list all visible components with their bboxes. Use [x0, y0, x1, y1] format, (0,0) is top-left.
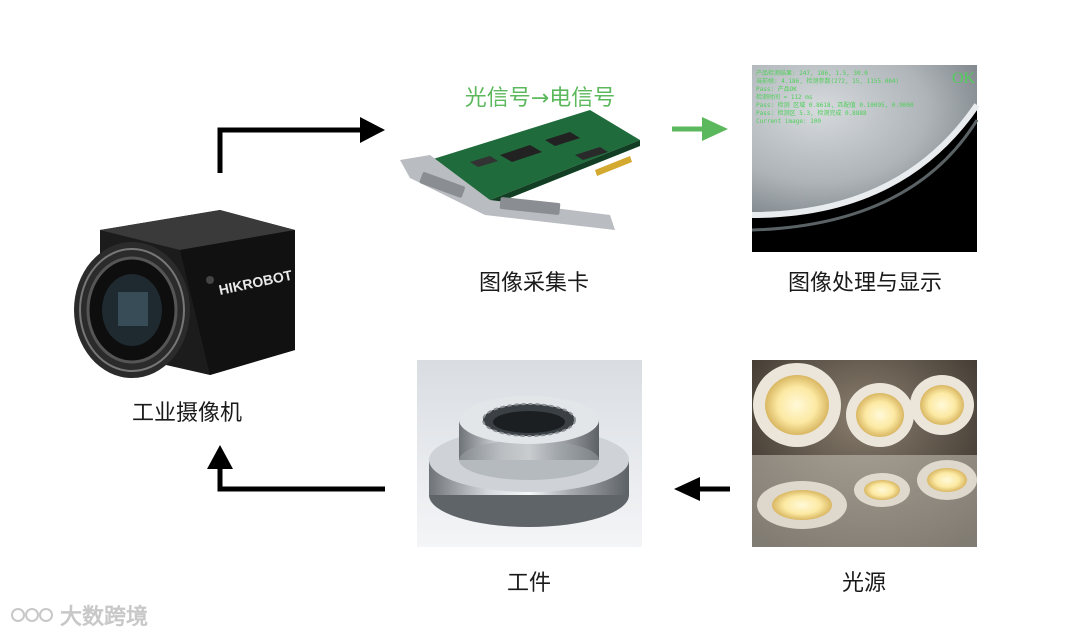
processing-label: 图像处理与显示: [788, 265, 942, 297]
screen-text-line: Current image: 100: [756, 118, 821, 125]
screen-text-line: Pass: 检测 区域 0.8618, 匹配值 0.10095, 0.9000: [756, 101, 914, 109]
screen-text-line: 检测时间 = 112 ms: [756, 93, 813, 101]
screen-text-line: 产品检测结果: 247, 186, 1.5, 30.0: [756, 69, 868, 77]
arrow-card-to-processing: [672, 115, 732, 145]
camera-label: 工业摄像机: [132, 395, 242, 427]
screen-text-line: Pass: 产品OK: [756, 85, 797, 93]
arrow-workpiece-to-camera: [210, 445, 390, 505]
watermark-text: 大数跨境: [60, 599, 148, 631]
status-ok-text: OK: [952, 70, 976, 87]
watermark-logo-icon: [10, 603, 54, 627]
capture-card-label: 图像采集卡: [479, 265, 589, 297]
screen-text-line: Pass: 检测区 5.3, 检测完成 0.8888: [756, 109, 867, 117]
arrow-light-to-workpiece: [672, 475, 734, 505]
light-source-image: [752, 360, 977, 547]
workpiece-image: [417, 360, 642, 547]
industrial-camera-image: HIKROBOT: [60, 200, 300, 390]
capture-card-image: [390, 100, 650, 240]
screen-text-line: 当前帧: 4.186, 检测参数(272, 15, 1155.004): [756, 77, 899, 85]
arrow-camera-to-card: [210, 115, 390, 175]
light-source-label: 光源: [842, 565, 886, 597]
watermark: 大数跨境: [10, 599, 148, 631]
workpiece-label: 工件: [507, 565, 551, 597]
